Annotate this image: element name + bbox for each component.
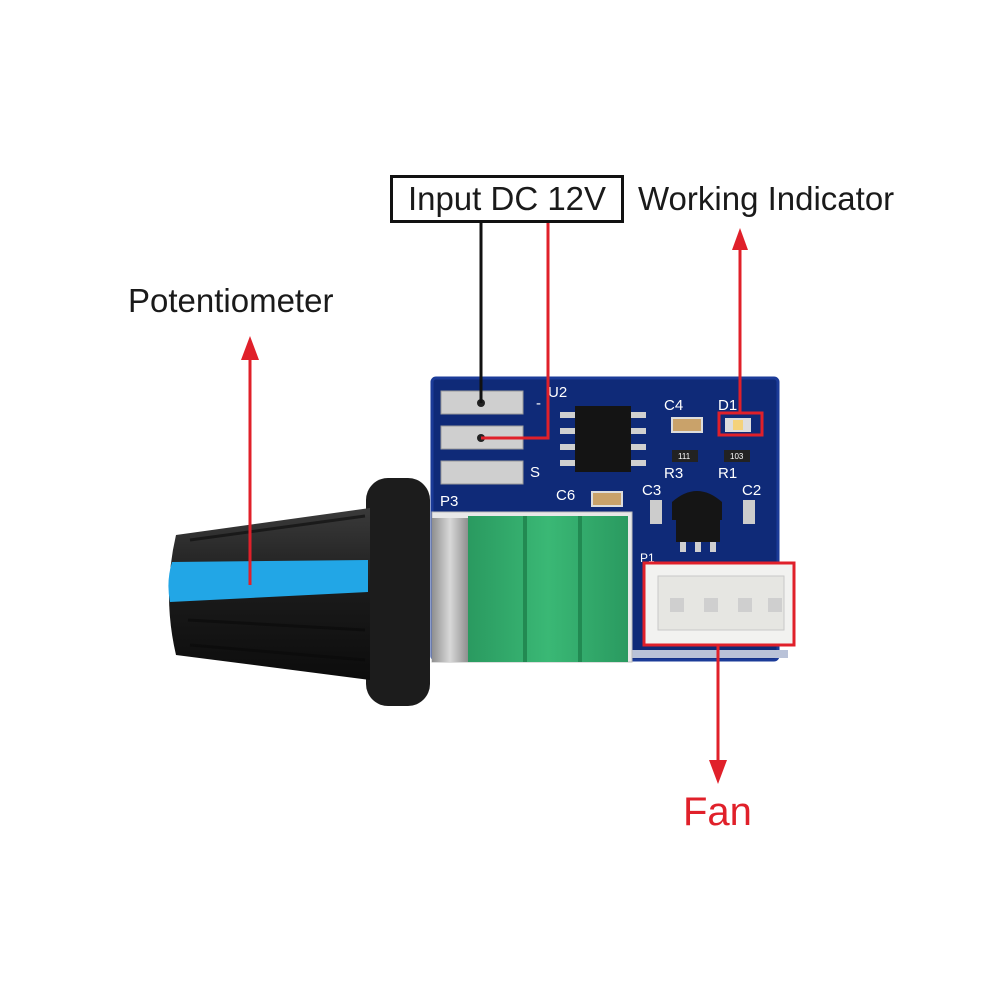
- cap-c4: [671, 417, 703, 433]
- silk-c6: C6: [556, 487, 575, 504]
- resistor-r1: [724, 450, 750, 462]
- resistor-r3: [672, 450, 698, 462]
- label-potentiometer: Potentiometer: [128, 282, 334, 319]
- pad-signal: [440, 460, 524, 485]
- knob-stripe: [168, 560, 368, 602]
- silk-r1-code: 103: [730, 452, 744, 461]
- silk-s: S: [530, 464, 540, 481]
- pot-shaft-bushing: [432, 518, 468, 662]
- transistor-q: [672, 491, 722, 520]
- arrow-working-head: [732, 228, 748, 250]
- silk-r3: R3: [664, 465, 683, 482]
- label-working-indicator: Working Indicator: [638, 180, 895, 217]
- ic-u2: [575, 406, 631, 472]
- pot-body: [468, 516, 628, 662]
- arrow-pot-head: [241, 336, 259, 360]
- silk-minus: -: [536, 395, 541, 412]
- silk-c3: C3: [642, 482, 661, 499]
- knob-collar: [366, 478, 430, 706]
- cap-c3: [650, 500, 662, 524]
- silk-r1: R1: [718, 465, 737, 482]
- silk-p3: P3: [440, 493, 458, 510]
- cap-c6: [591, 491, 623, 507]
- cap-c2: [743, 500, 755, 524]
- silk-u2: U2: [548, 384, 567, 401]
- silk-c4: C4: [664, 397, 683, 414]
- label-fan: Fan: [683, 790, 752, 834]
- arrow-fan-head: [709, 760, 727, 784]
- label-input-dc: Input DC 12V: [390, 175, 624, 223]
- silk-c2: C2: [742, 482, 761, 499]
- callout-line-plus: [481, 223, 550, 440]
- silk-d1: D1: [718, 397, 737, 414]
- silk-r3-code: 111: [678, 452, 691, 461]
